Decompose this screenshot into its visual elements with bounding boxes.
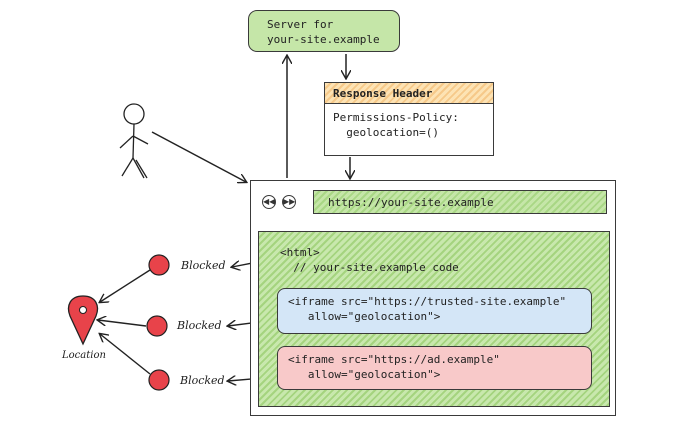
server-line1: Server for [267, 18, 334, 31]
location-label: Location [62, 350, 106, 361]
location-arrow-3 [100, 334, 151, 375]
forward-icon[interactable]: ▶▶ [282, 195, 296, 209]
code-line1: <html> [280, 246, 320, 259]
iframe-trusted-line1: <iframe src="https://trusted-site.exampl… [288, 295, 567, 308]
iframe-ad-line2: allow="geolocation"> [288, 368, 441, 381]
page-code: <html> // your-site.example code [280, 245, 459, 275]
code-line2: // your-site.example code [280, 261, 459, 274]
server-line2: your-site.example [267, 33, 380, 46]
url-bar[interactable]: https://your-site.example [313, 190, 607, 214]
iframe-ad-line1: <iframe src="https://ad.example" [288, 353, 500, 366]
location-pin-icon [67, 295, 99, 346]
server-box: Server for your-site.example [248, 10, 400, 52]
response-header-title: Response Header [324, 82, 494, 104]
iframe-trusted-line2: allow="geolocation"> [288, 310, 441, 323]
blocked-dot-2 [146, 315, 168, 337]
blocked-dot-3 [148, 369, 170, 391]
user-arrow [151, 131, 246, 182]
iframe-ad: <iframe src="https://ad.example" allow="… [277, 346, 592, 390]
blocked-label-2: Blocked [177, 319, 222, 332]
location-arrow-2 [98, 320, 147, 327]
location-arrow-1 [100, 269, 151, 302]
policy-line1: Permissions-Policy: [333, 111, 459, 124]
blocked-dot-1 [148, 254, 170, 276]
iframe-trusted: <iframe src="https://trusted-site.exampl… [277, 288, 592, 334]
policy-line2: geolocation=() [333, 126, 439, 139]
back-icon[interactable]: ◀◀ [262, 195, 276, 209]
response-header-body: Permissions-Policy: geolocation=() [324, 104, 494, 156]
blocked-label-1: Blocked [181, 259, 226, 272]
user-figure [119, 103, 149, 179]
blocked-label-3: Blocked [180, 374, 225, 387]
